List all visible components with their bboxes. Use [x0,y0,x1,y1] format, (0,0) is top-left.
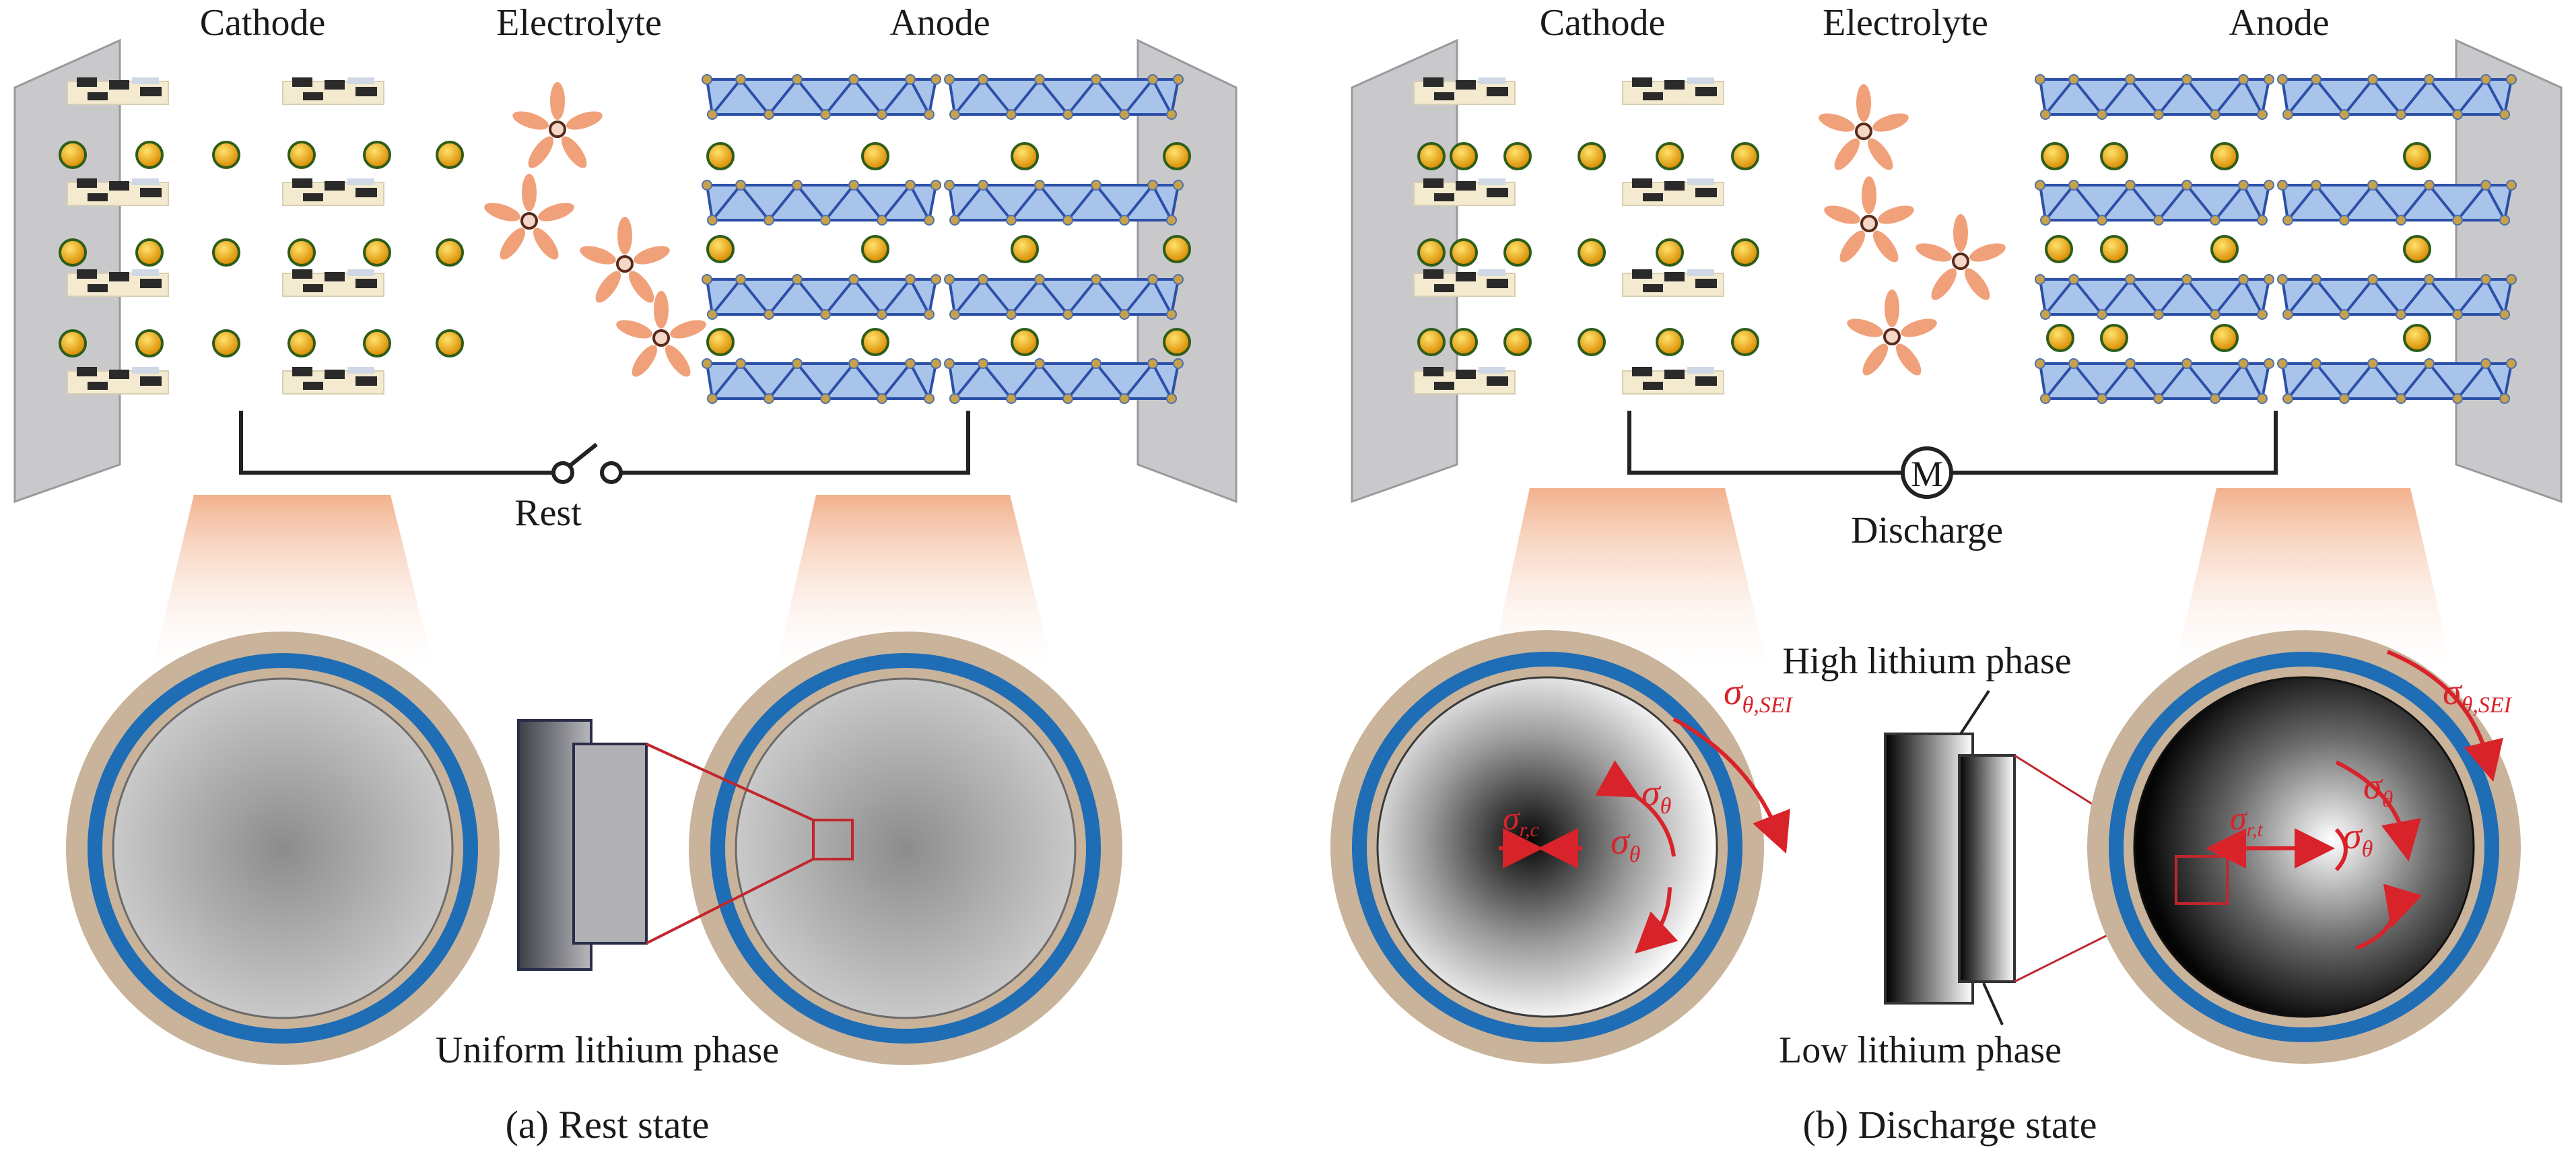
sigma-symbol: σ [1724,671,1744,713]
panel-discharge: M Cathode Electrolyte Anode Discharge σθ… [1330,2,2563,1147]
electrolyte-salt-molecules [481,81,710,382]
cathode-particle-discharge [1330,630,1764,1064]
cathode-li-ions [1417,142,1759,356]
high-lithium-phase-label: High lithium phase [1782,640,2071,682]
sigma-symbol: σ [2443,671,2463,713]
discharge-label: Discharge [1851,510,2003,551]
sigma-symbol: σ [1503,799,1521,837]
sigma-symbol: σ [2363,766,2383,807]
cathode-stress-arrows [1499,717,1790,954]
sigma-r-c: σr,c [1503,799,1539,841]
electrolyte-salt-molecules [1815,83,2009,381]
theta-subscript: θ [2382,787,2394,812]
uniform-phase-zoom [517,719,814,971]
motor-symbol: M [1911,454,1943,494]
anode-layers [701,73,1184,405]
electrolyte-label: Electrolyte [496,2,662,44]
anode-zoom-beam [773,495,1056,680]
open-switch-circuit [239,411,970,484]
theta-subscript: θ [1660,794,1672,819]
anode-particle-rest [689,632,1122,1065]
theta-sei-subscript: θ,SEI [2462,693,2513,718]
sigma-symbol: σ [1611,821,1631,862]
sigma-theta-anode-outer: σθ [2363,766,2393,812]
uniform-lithium-phase-label: Uniform lithium phase [436,1029,779,1071]
phase-gradient-zoom [1884,689,2177,1025]
sigma-theta-cathode-outer: σθ [1641,772,1671,819]
anode-li-ions [2041,142,2431,352]
sigma-symbol: σ [2230,799,2248,837]
cathode-label: Cathode [200,2,326,44]
sigma-symbol: σ [1641,772,1662,814]
anode-li-ions [706,142,1191,356]
load-circuit [1627,411,2278,499]
theta-sei-subscript: θ,SEI [1742,693,1794,718]
caption-rest: (a) Rest state [506,1103,710,1147]
theta-subscript: θ [2362,837,2373,862]
caption-discharge: (b) Discharge state [1803,1103,2097,1147]
sigma-symbol: σ [2343,815,2363,857]
anode-zoom-beam [2172,488,2455,680]
theta-subscript: θ [1629,842,1641,867]
sigma-theta-sei-anode: σθ,SEI [2443,671,2513,718]
sigma-r-t: σr,t [2230,799,2264,841]
low-lithium-phase-label: Low lithium phase [1779,1029,2062,1071]
r-t-subscript: r,t [2247,819,2264,841]
sigma-theta-anode-inner: σθ [2343,815,2373,862]
r-c-subscript: r,c [1520,819,1539,841]
rest-label: Rest [514,492,582,534]
cathode-particle-rest [66,632,500,1065]
cathode-zoom-beam [149,495,436,680]
electrolyte-label: Electrolyte [1823,2,1988,44]
anode-label: Anode [2229,2,2329,44]
sigma-theta-cathode-inner: σθ [1611,821,1640,867]
panel-rest: Cathode Electrolyte Anode Rest [13,2,1238,1147]
anode-label: Anode [889,2,990,44]
sigma-theta-sei-cathode: σθ,SEI [1724,671,1794,718]
anode-stress-arrows [2206,650,2503,950]
cathode-label: Cathode [1540,2,1666,44]
cathode-current-collector [13,38,121,504]
